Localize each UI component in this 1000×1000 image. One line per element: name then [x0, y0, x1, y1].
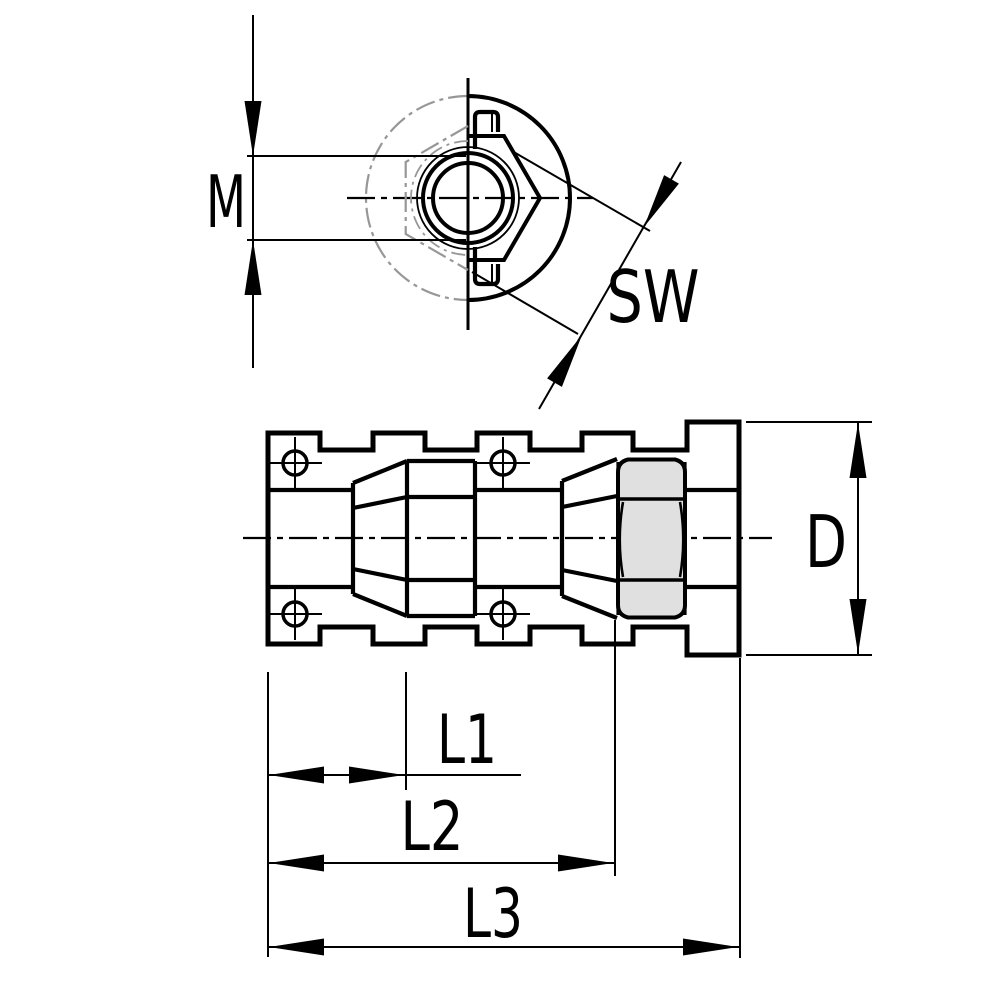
collet-rear — [559, 457, 618, 620]
length-extension-lines — [267, 620, 741, 958]
arrow-up-icon — [244, 240, 262, 295]
wrench-ext-line-upper — [511, 150, 651, 232]
thread-label: M — [206, 160, 246, 244]
hex-nut-front — [468, 134, 543, 262]
middle-section — [407, 458, 478, 619]
arrow-down-icon — [849, 599, 867, 654]
wrench-ext-line-lower — [471, 271, 579, 335]
hex-nut-body — [616, 457, 687, 620]
thread-major-circle — [416, 146, 520, 250]
cross-holes — [269, 437, 530, 640]
outer-diameter-label: D — [805, 500, 847, 584]
arrow-left-icon — [269, 938, 324, 956]
hex-nut-side — [616, 457, 687, 620]
dim-wrench-size: SW — [471, 150, 700, 410]
dim-length-2: L2 — [268, 788, 615, 872]
arrow-down-icon — [244, 101, 262, 156]
dim-thread: M — [206, 15, 466, 368]
hex-phantom — [404, 125, 469, 271]
retaining-tab-top — [472, 109, 501, 149]
arrow-left-icon — [269, 766, 324, 784]
arrow-right-icon — [683, 938, 738, 956]
bore-outer-circle — [421, 151, 515, 245]
arrow-left-icon — [269, 854, 324, 872]
dim-length-1: L1 — [268, 701, 521, 784]
retaining-tab-bottom — [472, 247, 501, 287]
arrow-up-icon — [849, 423, 867, 478]
nut-chamfer-arc-right — [678, 501, 685, 578]
arrow-upright-icon — [547, 335, 582, 387]
length-1-label: L1 — [437, 701, 497, 780]
dim-length-3: L3 — [268, 875, 740, 956]
nut-chamfer-arc-left — [618, 501, 625, 578]
bore-inner-circle — [431, 161, 505, 235]
side-view — [243, 419, 772, 658]
arrow-right-icon — [558, 854, 613, 872]
bore-lines — [268, 487, 739, 590]
housing-outline — [265, 419, 742, 658]
length-3-label: L3 — [463, 875, 523, 954]
dim-outer-diameter: D — [746, 421, 872, 656]
collet-front — [350, 459, 410, 618]
wrench-size-label: SW — [607, 255, 700, 339]
length-2-label: L2 — [401, 788, 464, 867]
arrow-right-icon — [349, 766, 404, 784]
front-view — [347, 78, 593, 330]
arrow-downleft-icon — [644, 175, 679, 227]
flange-circle-phantom — [364, 94, 469, 302]
thread-phantom-arc — [410, 140, 469, 256]
